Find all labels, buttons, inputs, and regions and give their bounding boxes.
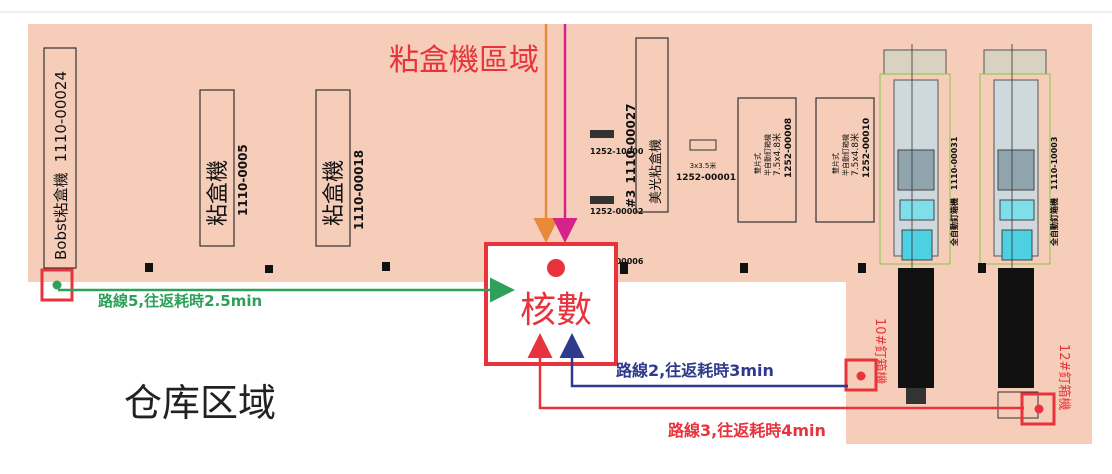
floor-markers	[145, 262, 986, 274]
gluer-0018-id: 1110-00018	[352, 150, 366, 230]
route5-start-box	[40, 268, 74, 302]
gluer-0005-name: 粘盒機	[206, 160, 231, 226]
stitcher-2-label: 全自動釘箱機1110-10003	[1049, 137, 1059, 247]
dbl-a-size: 7.5x4.8米	[771, 133, 783, 176]
hub-point	[547, 259, 565, 277]
gluer-0018-name: 粘盒機	[322, 160, 347, 226]
gluer-00027-id: #31110-00027	[624, 103, 638, 208]
gluer-machine-0018	[315, 89, 351, 247]
hub-label: 核數	[520, 290, 592, 331]
station-10-point	[856, 371, 866, 381]
tag-label-2: 1252-00002	[590, 207, 643, 216]
bobst-label: Bobst粘盒機1110-00024	[52, 71, 70, 260]
tag-label-1: 1252-10000	[590, 147, 644, 156]
dbl-b-id: 1252-00010	[862, 118, 872, 178]
zone-title: 粘盒機區域	[389, 43, 539, 78]
small-box-id: 1252-00001	[676, 173, 736, 183]
station-10-box	[844, 358, 878, 392]
route2-label: 路線2,往返耗時3min	[616, 361, 774, 380]
route2-arrow	[559, 333, 848, 388]
bobst-machine	[43, 47, 77, 269]
gluer-machine-00027	[635, 37, 669, 213]
dbl-b-line2: 半自動釘箱機	[841, 134, 850, 176]
dbl-a-line1: 雙片式	[753, 153, 762, 174]
small-box-00001	[689, 139, 717, 151]
route5-label: 路線5,往返耗時2.5min	[98, 292, 262, 310]
route3-arrow	[527, 333, 1024, 410]
warehouse-label: 仓库区域	[124, 381, 276, 425]
tag-marker-1	[590, 130, 614, 138]
double-stitcher-00010	[815, 97, 875, 223]
route5-start-point	[52, 280, 62, 290]
dbl-a-line2: 半自動釘箱機	[763, 134, 772, 176]
gluer-machine-0005	[199, 89, 235, 247]
auto-stitcher-10003	[979, 44, 1051, 419]
tag-marker-2	[590, 196, 614, 204]
dbl-a-id: 1252-00008	[784, 118, 794, 178]
auto-stitcher-00031	[879, 44, 951, 404]
dbl-b-line1: 雙片式	[831, 153, 840, 174]
gluer-00027-name: 美光粘盒機	[648, 139, 664, 204]
gluer-0005-id: 1110-0005	[236, 144, 250, 216]
route3-label: 路線3,往返耗時4min	[668, 421, 826, 440]
double-stitcher-00008	[737, 97, 797, 223]
small-box-size: 3x3.5米	[690, 161, 717, 170]
dbl-b-size: 7.5x4.8米	[849, 133, 861, 176]
station-12-label: 12#釘箱機	[1056, 344, 1072, 410]
stitcher-1-label: 全自動釘箱機1110-00031	[949, 136, 959, 247]
station-12-point	[1034, 404, 1044, 414]
station-10-label: 10#釘箱機	[872, 318, 888, 384]
